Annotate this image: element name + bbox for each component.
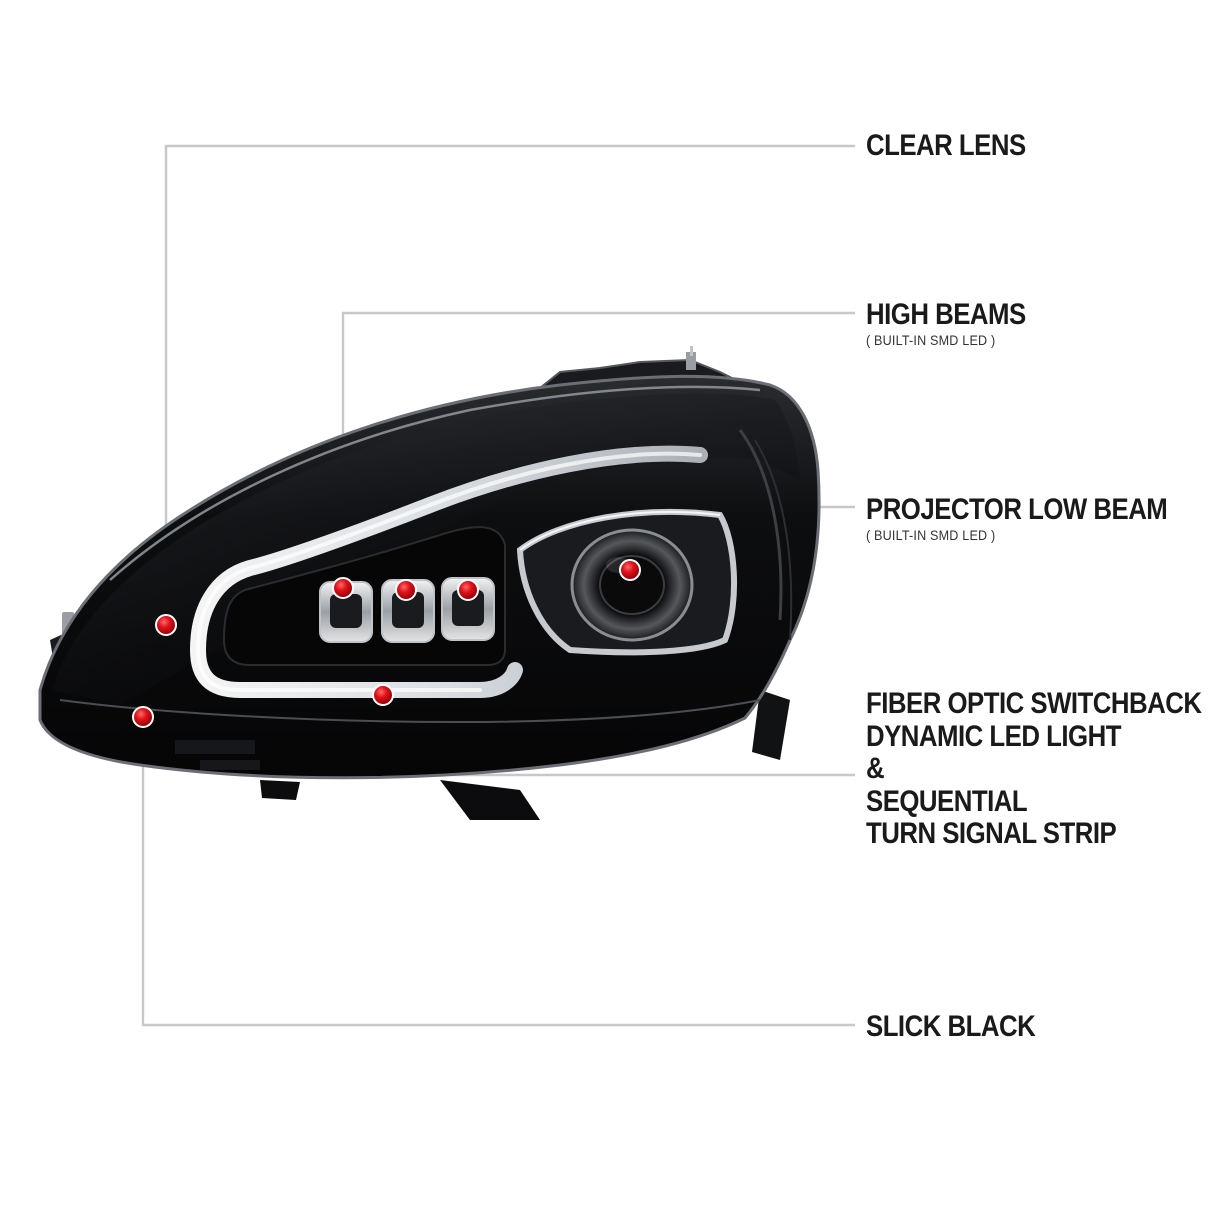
marker-fiber-optic [372, 684, 394, 706]
projector-module [516, 508, 738, 656]
callout-fiber-line-3: & [866, 752, 885, 785]
lens-edge [109, 385, 761, 581]
callout-projector-title: PROJECTOR LOW BEAM [866, 493, 1168, 526]
callout-fiber-optic: FIBER OPTIC SWITCHBACK DYNAMIC LED LIGHT… [866, 687, 1214, 851]
leader-slick-black [141, 717, 855, 1027]
marker-projector [619, 559, 641, 581]
marker-high-beam-3 [457, 579, 479, 601]
callout-fiber-line-1: FIBER OPTIC SWITCHBACK [866, 687, 1202, 720]
callout-clear-lens-title: CLEAR LENS [866, 129, 1026, 162]
callout-high-beams: HIGH BEAMS ( BUILT-IN SMD LED ) [866, 299, 1052, 348]
callout-fiber-line-4: SEQUENTIAL [866, 784, 1028, 818]
marker-slick-black [132, 706, 154, 728]
marker-high-beam-1 [332, 577, 354, 599]
marker-high-beam-2 [395, 579, 417, 601]
callout-projector-low-beam: PROJECTOR LOW BEAM ( BUILT-IN SMD LED ) [866, 494, 1214, 543]
callout-projector-subtitle: ( BUILT-IN SMD LED ) [866, 527, 996, 543]
high-beam-modules [319, 577, 495, 643]
marker-clear-lens [155, 614, 177, 636]
callout-high-beams-subtitle: ( BUILT-IN SMD LED ) [866, 332, 996, 348]
leader-clear-lens [164, 144, 855, 625]
callout-high-beams-title: HIGH BEAMS [866, 298, 1026, 331]
callout-fiber-line-5: TURN SIGNAL STRIP [866, 817, 1117, 850]
callout-slick-black-title: SLICK BLACK [866, 1010, 1036, 1043]
callout-fiber-line-2: DYNAMIC LED LIGHT [866, 719, 1121, 753]
callout-markers [132, 559, 641, 728]
led-module-3 [441, 577, 495, 641]
callout-clear-lens: CLEAR LENS [866, 130, 1052, 161]
callout-slick-black: SLICK BLACK [866, 1011, 1063, 1042]
lower-trim [175, 740, 260, 770]
